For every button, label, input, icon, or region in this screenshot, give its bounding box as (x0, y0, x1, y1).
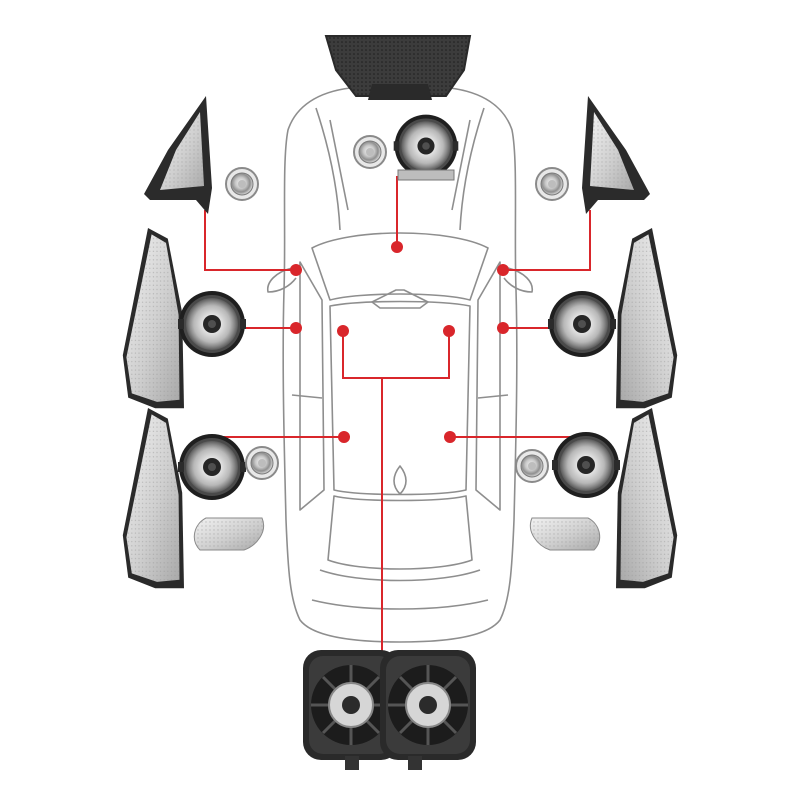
center-speaker-icon (324, 35, 472, 181)
side-window-right (475, 261, 501, 511)
door-speaker-icon (548, 291, 616, 357)
connector-lines (204, 176, 591, 660)
door-grille-icon (616, 228, 678, 409)
connector-dot (338, 431, 350, 443)
connector-dot (290, 264, 302, 276)
connector-a-pillar-right (503, 210, 591, 271)
connector-dot (443, 325, 455, 337)
center-grille (324, 35, 472, 97)
side-window-left (299, 261, 325, 511)
tweeter-icon (535, 167, 569, 201)
tweeter-icon (245, 446, 279, 480)
connector-dot (290, 322, 302, 334)
hood-crease (329, 119, 349, 211)
car-outline (267, 87, 533, 643)
door-split (477, 394, 509, 399)
door-grille-icon (122, 408, 184, 589)
small-grille-icon (530, 517, 601, 551)
door-speaker-icon (178, 291, 246, 357)
mirror-left (267, 267, 297, 293)
mirror-right (503, 267, 533, 293)
hood-line (315, 107, 341, 231)
door-speaker-icon (552, 432, 620, 498)
connector-dot (337, 325, 349, 337)
hood-line (459, 107, 485, 231)
tweeter-icon (515, 449, 549, 483)
connector-dot (444, 431, 456, 443)
small-grille-icon (193, 517, 264, 551)
rear-view-mirror (371, 289, 429, 309)
door-grille-icon (122, 228, 184, 409)
connector-dot (391, 241, 403, 253)
tweeter-icon (225, 167, 259, 201)
connector-a-pillar-left (204, 210, 296, 271)
rear-window (327, 495, 473, 570)
connector-dots (290, 241, 509, 443)
subwoofer-icon (303, 650, 399, 770)
connector-dot (497, 322, 509, 334)
trunk-line (311, 599, 489, 610)
door-grille-icon (616, 408, 678, 589)
door-speaker-icon (178, 434, 246, 500)
connector-under-seat (342, 331, 450, 660)
tweeter-panel-icon (582, 96, 650, 214)
door-split (291, 394, 323, 399)
roof-ornament (393, 465, 407, 495)
hood-crease (451, 119, 471, 211)
windshield (311, 232, 489, 301)
tweeter-panel-icon (144, 96, 212, 214)
car-body (282, 87, 518, 643)
connector-dot (497, 264, 509, 276)
trunk-line (319, 569, 481, 582)
subwoofer-icon (380, 650, 476, 770)
